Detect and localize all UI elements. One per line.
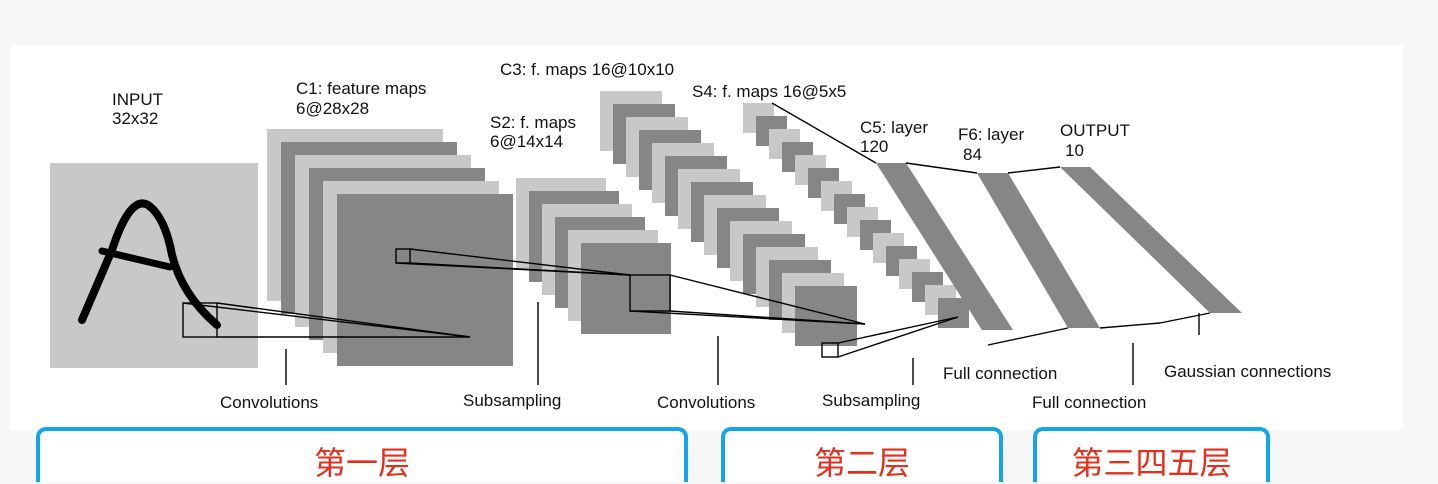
f6-size-label: 84 (963, 145, 982, 164)
s2-map-6 (581, 243, 671, 334)
s4-label: S4: f. maps 16@5x5 (692, 82, 846, 101)
subsampling-1-label: Subsampling (463, 391, 561, 410)
lenet-diagram: INPUT 32x32 C1: feature maps 6@28x28 C3:… (10, 45, 1403, 430)
c3-label: C3: f. maps 16@10x10 (500, 60, 674, 79)
group-layer-1: 第一层 (36, 427, 688, 482)
f6-layer-band (977, 173, 1100, 328)
output-layer-band (1060, 167, 1242, 313)
s2-size-label: 6@14x14 (490, 132, 563, 151)
input-size-label: 32x32 (112, 109, 158, 128)
gaussian-connections-label: Gaussian connections (1164, 362, 1331, 381)
full-connection-1-label: Full connection (943, 364, 1057, 383)
c3-feature-maps (600, 91, 857, 346)
convolutions-1-label: Convolutions (220, 393, 318, 412)
c1-size-label: 6@28x28 (296, 99, 369, 118)
group-layer-345: 第三四五层 (1033, 427, 1270, 482)
full-connection-2-label: Full connection (1032, 393, 1146, 412)
group-layer-1-label: 第一层 (313, 443, 410, 482)
c5-layer-band (876, 163, 1013, 330)
output-label: OUTPUT (1060, 121, 1130, 140)
group-layer-2-label: 第二层 (813, 443, 910, 482)
c1-label: C1: feature maps (296, 79, 426, 98)
f6-label: F6: layer (958, 125, 1024, 144)
lenet-architecture-svg: INPUT 32x32 C1: feature maps 6@28x28 C3:… (50, 60, 1331, 412)
input-label: INPUT (112, 90, 163, 109)
c1-feature-maps (267, 129, 513, 366)
letter-a-stroke (78, 199, 221, 329)
s2-feature-maps (516, 178, 671, 334)
convolutions-2-label: Convolutions (657, 393, 755, 412)
c3-map-16 (795, 286, 857, 346)
c1-map-6 (337, 194, 513, 366)
s4-feature-maps (743, 103, 969, 328)
c5-size-label: 120 (860, 137, 888, 156)
s4-map-16 (938, 298, 969, 328)
group-layer-345-label: 第三四五层 (1071, 443, 1232, 482)
subsampling-2-label: Subsampling (822, 391, 920, 410)
output-size-label: 10 (1065, 141, 1084, 160)
letter-a-crossbar (98, 247, 174, 271)
connection-lines (182, 102, 1211, 385)
group-layer-2: 第二层 (721, 427, 1003, 482)
c5-label: C5: layer (860, 118, 928, 137)
s2-label: S2: f. maps (490, 113, 576, 132)
